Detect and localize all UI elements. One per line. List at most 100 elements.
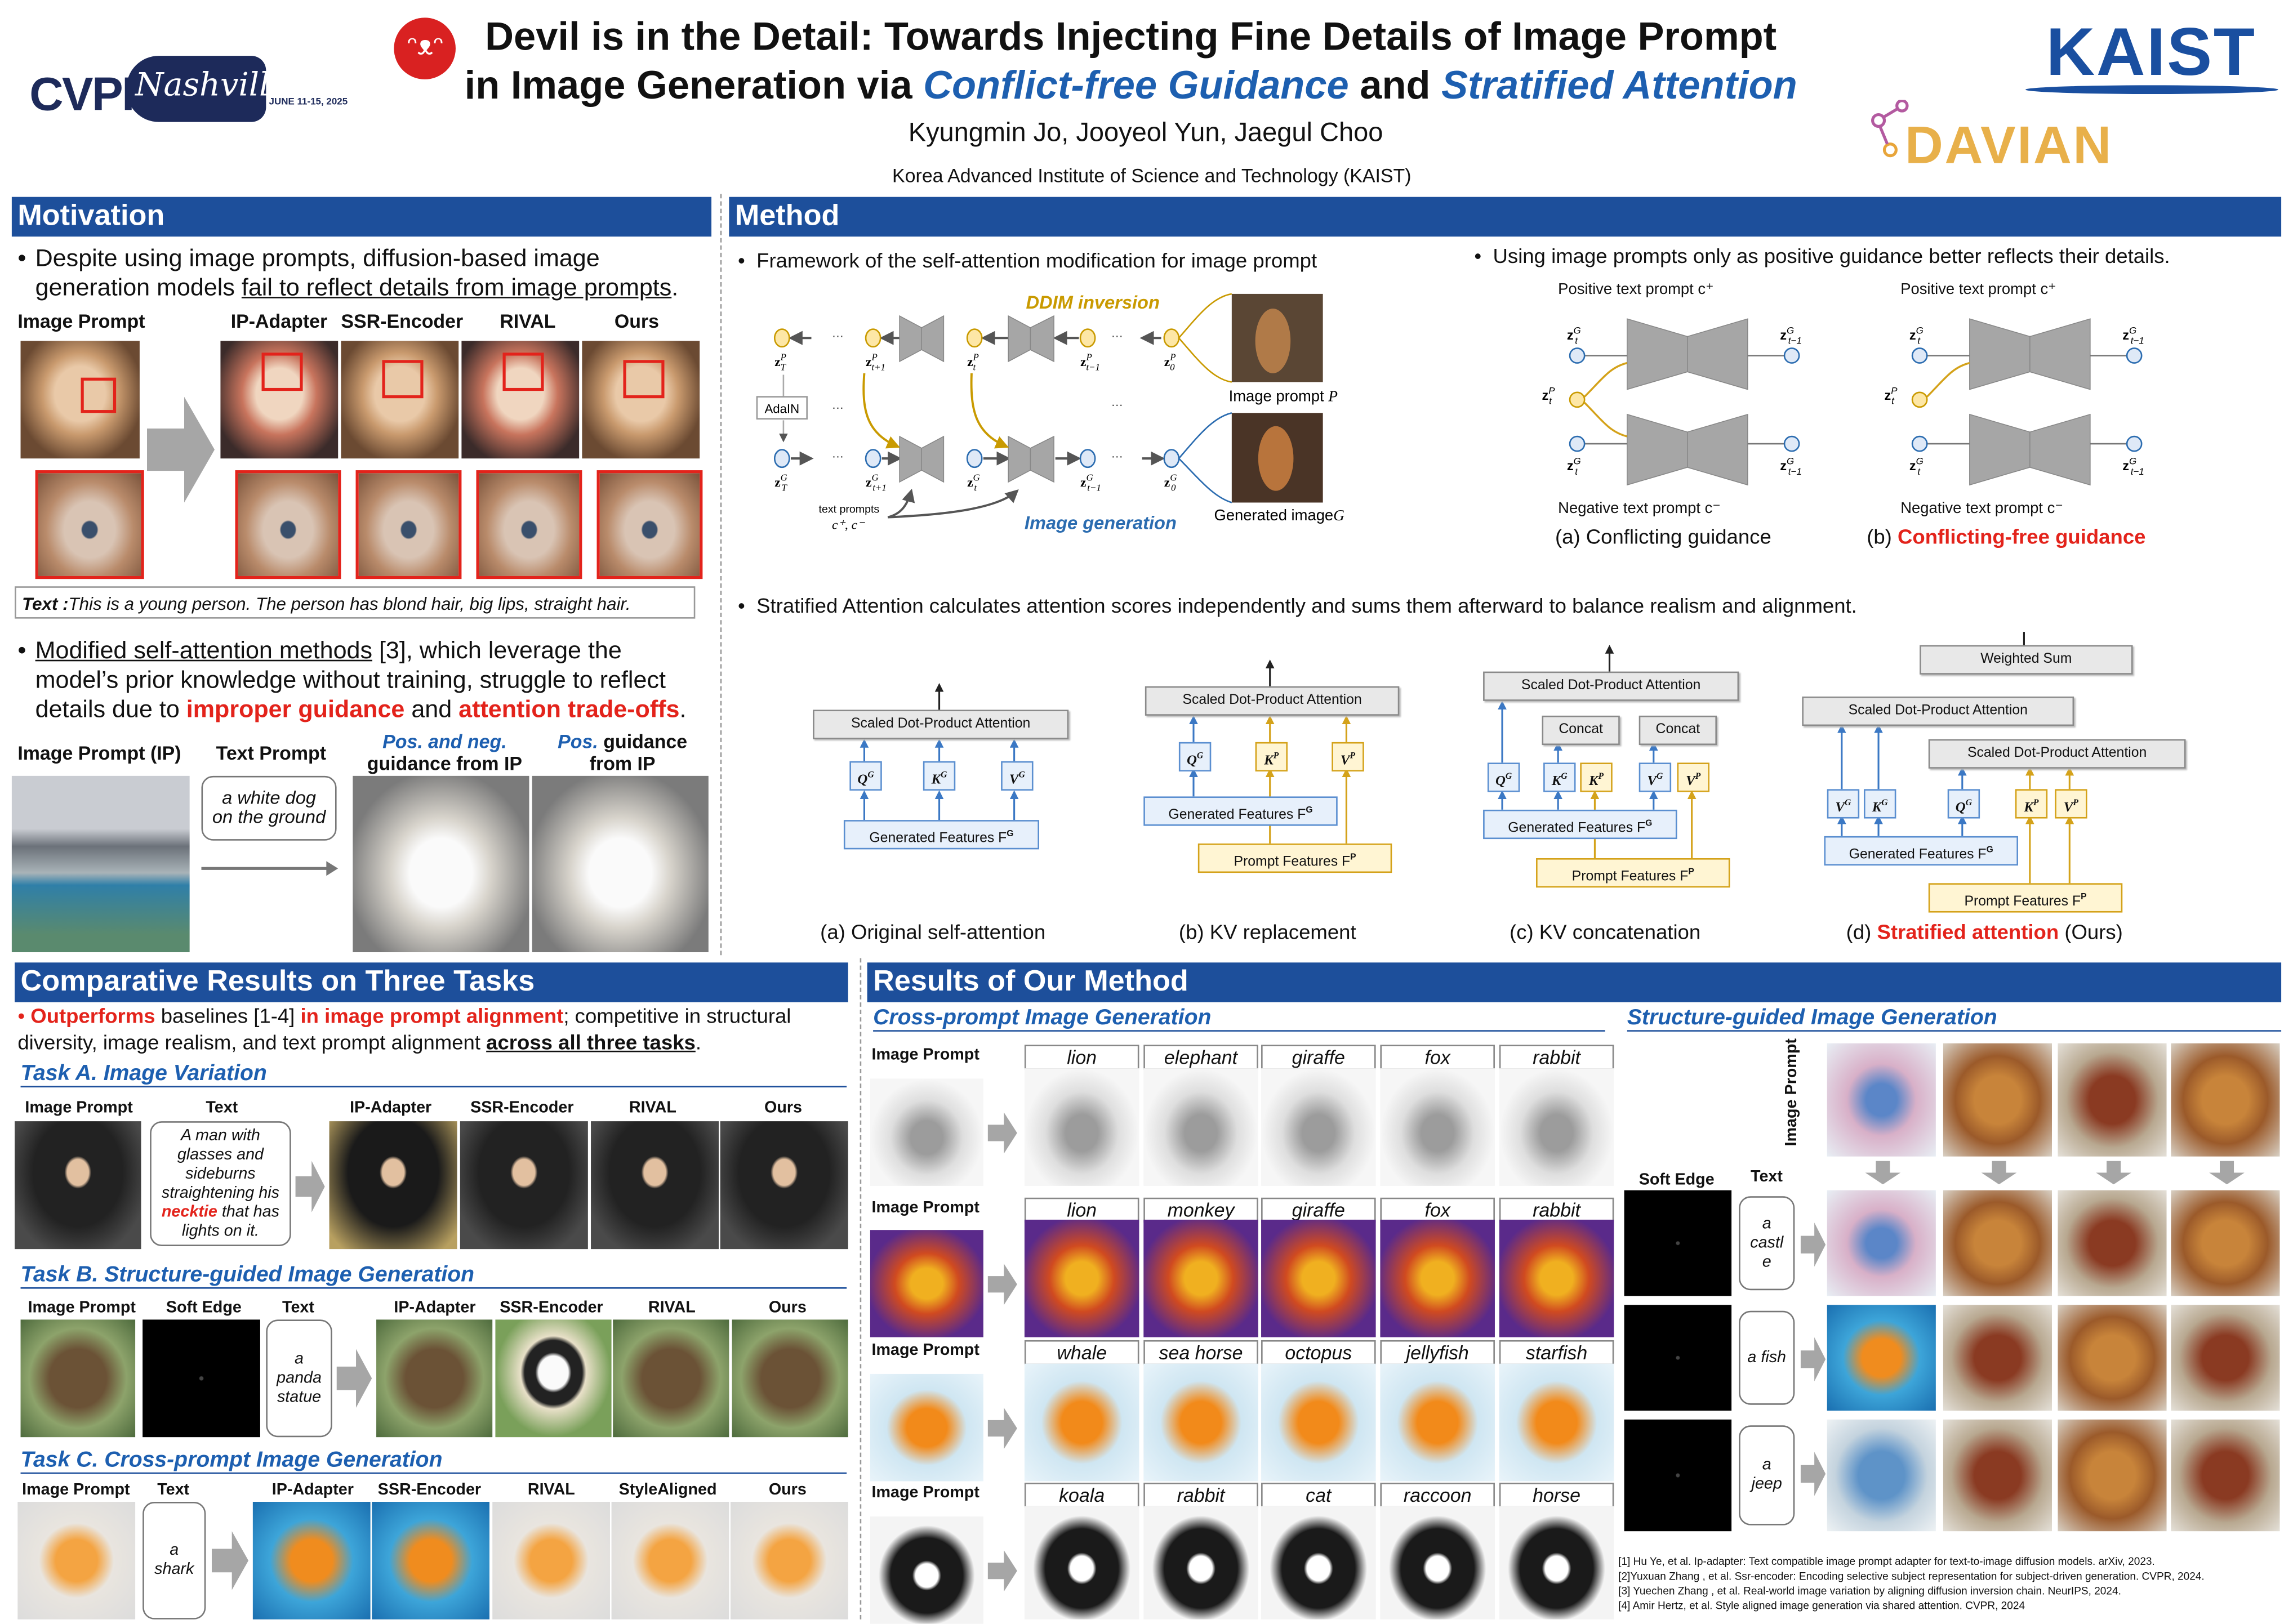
cross-output — [1261, 1068, 1376, 1186]
caption-conflicting: (a) Conflicting guidance — [1555, 524, 1771, 548]
baseline-face-2 — [461, 341, 580, 459]
image-prompt-lake — [11, 775, 190, 953]
d-q-g: QG — [1947, 789, 1980, 819]
baseline-face-3 — [582, 341, 700, 459]
positive-text-prompt-label: Positive text prompt c⁺ — [1900, 280, 2056, 298]
b-q-g: QG — [1178, 742, 1212, 772]
a-k-g-letter: K — [931, 773, 941, 788]
c-generated-features-label: Generated Features F — [1508, 820, 1646, 837]
guitar-shape — [126, 56, 266, 122]
d-q-g-letter: Q — [1955, 801, 1966, 816]
c-generated-features-sup: G — [1645, 820, 1653, 829]
cross-prompt-title: Cross-prompt Image Generation — [873, 1005, 1605, 1032]
c-v-g: VG — [1639, 762, 1672, 792]
struct-image-prompt-1 — [1943, 1043, 2052, 1157]
cross-output — [1499, 1506, 1614, 1619]
c-plus-minus: c⁺, c⁻ — [832, 517, 865, 532]
label-image-prompt: Image Prompt — [17, 310, 145, 332]
cap-d-post: (Ours) — [2059, 920, 2123, 944]
label-text-prompt: Text Prompt — [216, 742, 327, 764]
d-v-p-sup: P — [2073, 799, 2078, 809]
c-k-p-letter: K — [1588, 774, 1599, 789]
b-prompt-features-sup: P — [1350, 854, 1356, 863]
title-conflict-free: Conflict-free Guidance — [923, 63, 1349, 108]
label-ip: Image Prompt (IP) — [17, 742, 181, 764]
arrow-right-icon — [146, 396, 215, 503]
caption-stratified-attention: (d) Stratified attention (Ours) — [1846, 920, 2123, 944]
task-c-output-4 — [730, 1502, 848, 1619]
task-b-output-0 — [376, 1319, 493, 1438]
arrow-right-icon — [295, 1161, 325, 1212]
authors: Kyungmin Jo, Jooyeol Yun, Jaegul Choo — [908, 117, 1383, 147]
arrow-right-icon — [1800, 1337, 1826, 1382]
caption-kv-concatenation: (c) KV concatenation — [1510, 920, 1701, 944]
cross-output — [1499, 1219, 1614, 1337]
crop-highlight — [261, 353, 303, 391]
task-b-image-prompt — [20, 1319, 136, 1438]
eye-crop — [235, 470, 341, 579]
task-a-text-red: necktie — [161, 1202, 217, 1221]
task-a-title: Task A. Image Variation — [20, 1061, 847, 1088]
cmp-red2: in image prompt alignment — [300, 1003, 564, 1028]
cmp-underline: across all three tasks — [486, 1030, 696, 1054]
divider-vertical-bottom — [860, 958, 862, 1619]
bullet1-pre: Despite using image prompts, diffusion-b… — [35, 245, 600, 301]
a-q-g-letter: Q — [857, 773, 868, 788]
struct-soft-edge-0 — [1624, 1190, 1732, 1296]
d-q-g-sup: G — [1965, 799, 1973, 809]
results-header: Results of Our Method — [867, 962, 2282, 1002]
struct-image-prompt-3 — [2171, 1043, 2280, 1157]
text-prompts-label: text prompts — [819, 503, 880, 516]
label-rival: RIVAL — [500, 310, 556, 332]
text-label: Text : — [22, 594, 69, 614]
a-v-g-letter: V — [1009, 773, 1019, 788]
struct-image-prompt-0 — [1827, 1043, 1936, 1157]
arrow-right-icon — [211, 1531, 249, 1590]
bullet1-underlined: fail to reflect details from image promp… — [241, 274, 672, 301]
svg-text:Generated imageG: Generated imageG — [1214, 506, 1345, 524]
negative-text-prompt-label: Negative text prompt c⁻ — [1558, 499, 1721, 517]
crop-highlight — [502, 353, 544, 391]
label-pos-rest: guidance — [598, 730, 688, 753]
d-prompt-features: Prompt Features FP — [1928, 883, 2123, 913]
davian-logo: DAVIAN — [1905, 114, 2113, 175]
generated-caption: Generated image — [1214, 506, 1334, 524]
label-pos-neg-rest: guidance from IP — [367, 752, 523, 775]
target-word: fox — [1380, 1197, 1495, 1223]
cvpr-logo: CVPR Nashville JUNE 11-15, 2025 — [29, 56, 348, 129]
task-c-label: IP-Adapter — [271, 1481, 354, 1499]
d-v-g-letter: V — [1835, 801, 1845, 816]
target-word: raccoon — [1380, 1483, 1495, 1508]
b-v-p-letter: V — [1340, 754, 1350, 769]
c-prompt-features: Prompt Features FP — [1536, 858, 1730, 888]
c-k-g: KG — [1543, 762, 1576, 792]
target-word: lion — [1024, 1045, 1139, 1070]
task-c-output-2 — [492, 1502, 610, 1619]
text-prompt-box: Text :This is a young person. The person… — [15, 586, 696, 619]
struct-text-box: a fish — [1739, 1310, 1795, 1405]
label-ssr-encoder: SSR-Encoder — [341, 310, 464, 332]
d-generated-features-label: Generated Features F — [1849, 846, 1987, 863]
d-generated-features: Generated Features FG — [1824, 836, 2018, 866]
struct-output — [1827, 1419, 1936, 1532]
target-word: giraffe — [1261, 1197, 1376, 1223]
target-word: sea horse — [1143, 1340, 1258, 1366]
task-c-label: RIVAL — [527, 1481, 575, 1499]
task-a-text-post: that has lights on it. — [181, 1202, 279, 1240]
struct-output — [1943, 1305, 2052, 1411]
reference-4: [4] Amir Hertz, et al. Style aligned ima… — [1618, 1599, 2025, 1612]
dots: ··· — [1111, 450, 1123, 463]
arrow-right-icon — [987, 1550, 1017, 1592]
target-word: jellyfish — [1380, 1340, 1495, 1366]
task-b-label: Soft Edge — [166, 1299, 242, 1317]
davian-network-icon — [1869, 99, 1911, 158]
cross-image-prompt-label: Image Prompt — [871, 1199, 979, 1217]
soft-edge-label: Soft Edge — [1639, 1171, 1715, 1189]
d-v-p: VP — [2055, 789, 2087, 819]
task-a-text-box: A man with glasses and sideburns straigh… — [150, 1121, 291, 1246]
negative-text-prompt-label: Negative text prompt c⁻ — [1900, 499, 2063, 517]
arrow-down-icon — [2096, 1161, 2131, 1185]
dots: ··· — [1111, 329, 1123, 342]
